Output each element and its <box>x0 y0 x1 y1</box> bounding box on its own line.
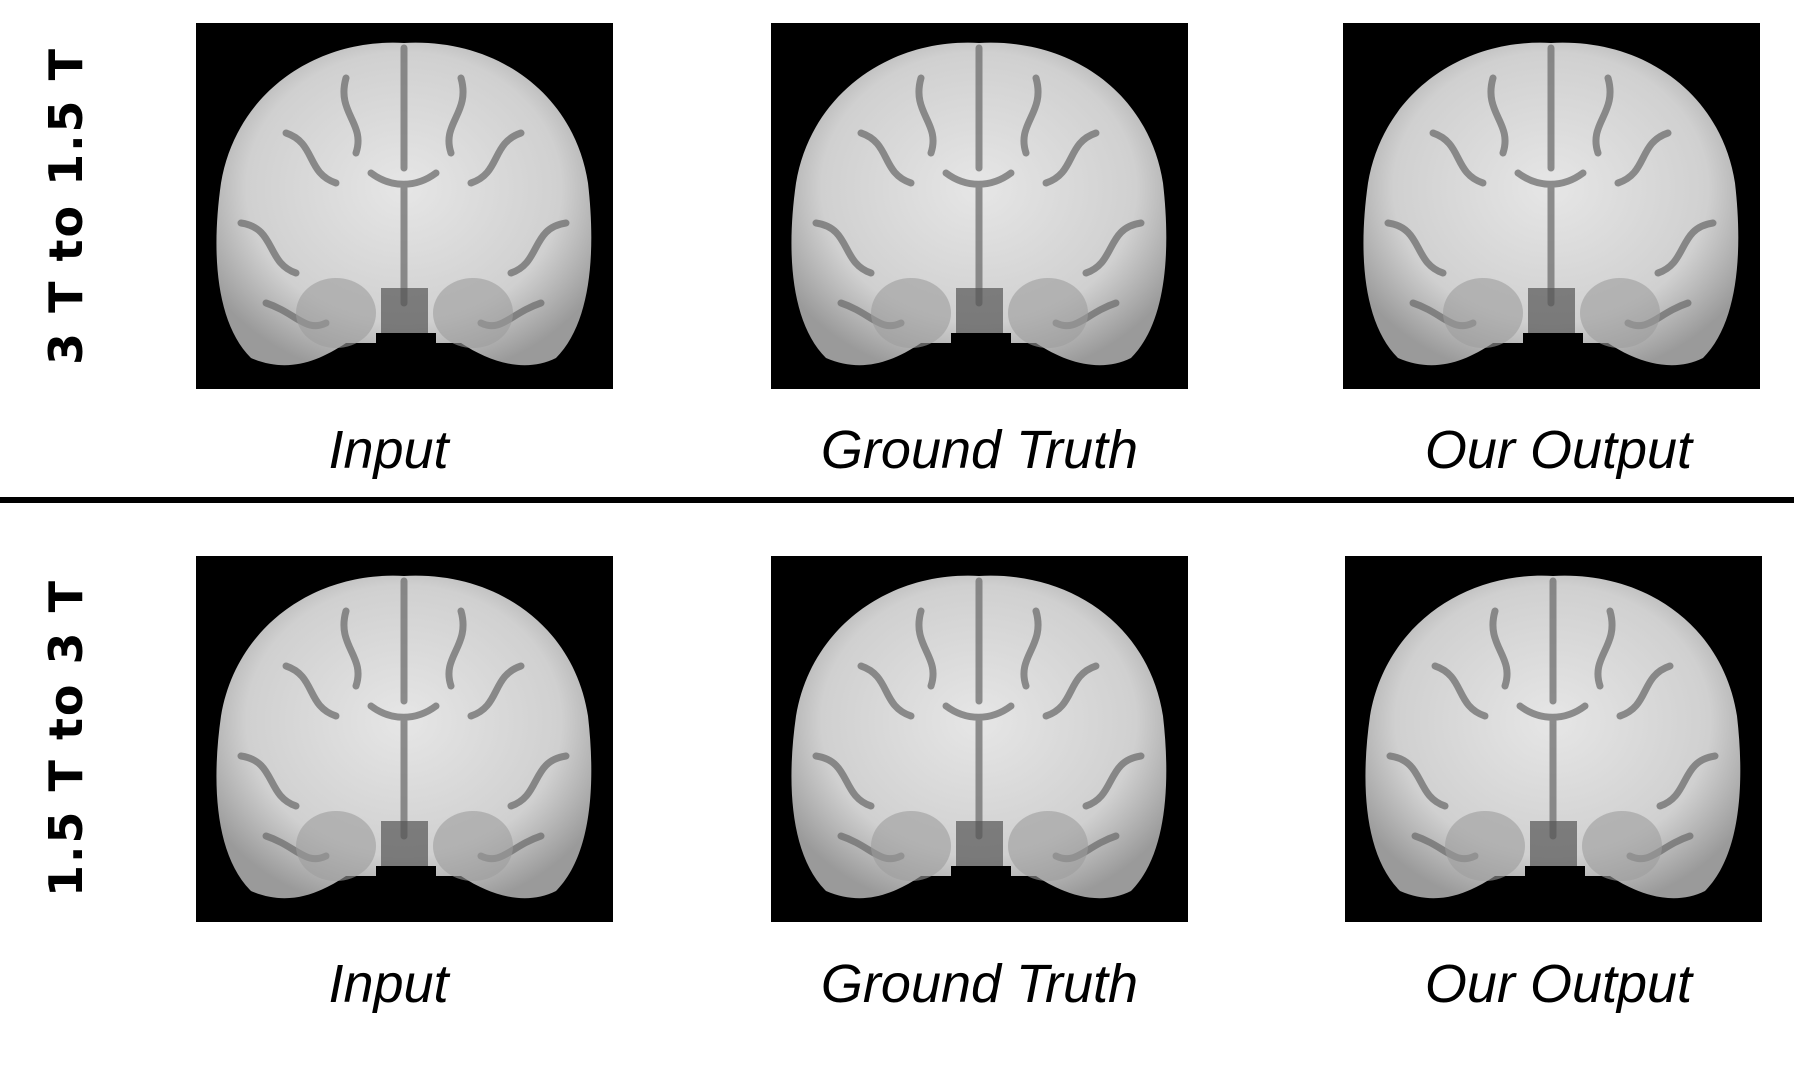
caption-ground-truth-row1: Ground Truth <box>820 420 1139 480</box>
mri-input-row1 <box>196 23 613 389</box>
divider <box>0 497 1794 503</box>
mri-ground-truth-row1 <box>771 23 1188 389</box>
caption-output-row2: Our Output <box>1424 954 1693 1014</box>
caption-input-row2: Input <box>328 954 449 1014</box>
caption-ground-truth-row2: Ground Truth <box>820 954 1139 1014</box>
caption-input-row1: Input <box>328 420 449 480</box>
row-label-1-5t-to-3t: 1.5 T to 3 T <box>39 579 93 897</box>
mri-output-row2 <box>1345 556 1762 922</box>
mri-output-row1 <box>1343 23 1760 389</box>
mri-ground-truth-row2 <box>771 556 1188 922</box>
mri-input-row2 <box>196 556 613 922</box>
caption-output-row1: Our Output <box>1424 420 1693 480</box>
row-label-3t-to-1-5t: 3 T to 1.5 T <box>39 47 93 365</box>
